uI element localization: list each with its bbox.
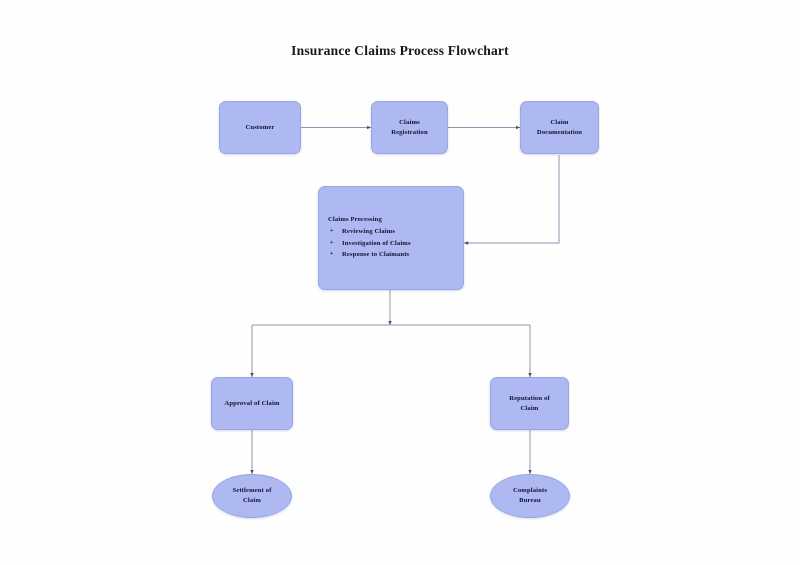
bullet-glyph: + [330,238,334,246]
list-item: + Investigation of Claims [328,238,411,250]
edge-documentation-to-processing [463,155,560,245]
node-claim-documentation[interactable]: Claim Documentation [520,101,599,154]
list-item-label: Response to Claimants [342,251,410,259]
node-claims-registration-label: Claims Registration [391,118,428,136]
node-settlement-of-claim-label: Settlement of Claim [232,487,272,504]
node-approval-of-claim-label: Approval of Claim [224,399,280,407]
node-claim-documentation-label: Claim Documentation [536,118,583,136]
list-item-label: Investigation of Claims [342,239,411,247]
node-reputation-of-claim[interactable]: Reputation of Claim [490,377,569,430]
node-claims-processing[interactable]: Claims Processing + Reviewing Claims + I… [318,186,464,290]
bullet-glyph: + [330,250,334,258]
node-reputation-of-claim-label: Reputation of Claim [509,394,550,412]
page-title: Insurance Claims Process Flowchart [291,43,509,58]
node-settlement-of-claim[interactable]: Settlement of Claim [212,474,292,518]
node-claims-registration[interactable]: Claims Registration [371,101,448,154]
claims-processing-list: + Reviewing Claims + Investigation of Cl… [328,226,411,261]
bullet-glyph: + [330,227,334,235]
list-item: + Reviewing Claims [328,226,411,238]
node-approval-of-claim[interactable]: Approval of Claim [211,377,293,430]
list-item: + Response to Claimants [328,249,411,261]
node-complaints-bureau[interactable]: Complaints Bureau [490,474,570,518]
claims-processing-heading: Claims Processing [328,216,382,223]
node-customer-label: Customer [245,123,275,131]
list-item-label: Reviewing Claims [342,228,396,236]
node-customer[interactable]: Customer [219,101,301,154]
node-complaints-bureau-label: Complaints Bureau [512,487,548,504]
